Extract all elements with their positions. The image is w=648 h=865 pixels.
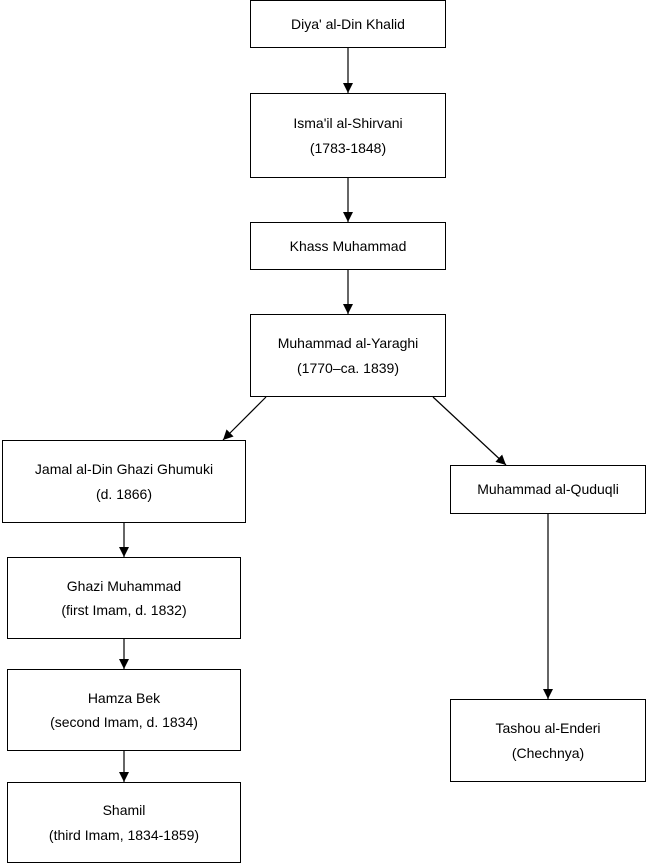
node-ghazi-muhammad: Ghazi Muhammad (first Imam, d. 1832) (7, 557, 241, 639)
node-dates: (1783-1848) (309, 139, 387, 156)
node-muhammad-al-yaraghi: Muhammad al-Yaraghi (1770–ca. 1839) (250, 314, 446, 397)
node-name: Tashou al-Enderi (495, 720, 601, 736)
node-name: Hamza Bek (87, 689, 161, 706)
node-tashou-al-enderi: Tashou al-Enderi (Chechnya) (450, 699, 646, 782)
node-name: Muhammad al-Yaraghi (277, 335, 419, 351)
edge-yaraghi-to-quduqli (432, 396, 507, 466)
node-diya-al-din-khalid: Diya' al-Din Khalid (250, 0, 446, 48)
node-region: (Chechnya) (511, 744, 585, 761)
node-name: Isma'il al-Shirvani (293, 115, 403, 131)
node-dates: (d. 1866) (95, 485, 153, 502)
node-name: Muhammad al-Quduqli (477, 481, 619, 498)
node-ismail-al-shirvani: Isma'il al-Shirvani (1783-1848) (250, 93, 446, 178)
node-name: Ghazi Muhammad (66, 577, 182, 594)
node-jamal-al-din-ghazi-ghumuki: Jamal al-Din Ghazi Ghumuki (d. 1866) (2, 440, 246, 523)
node-name: Jamal al-Din Ghazi Ghumuki (34, 461, 214, 477)
node-shamil: Shamil (third Imam, 1834-1859) (7, 782, 241, 863)
node-muhammad-al-quduqli: Muhammad al-Quduqli (450, 465, 646, 514)
node-khass-muhammad: Khass Muhammad (250, 222, 446, 270)
node-dates: (third Imam, 1834-1859) (48, 826, 200, 843)
node-hamza-bek: Hamza Bek (second Imam, d. 1834) (7, 669, 241, 751)
edge-yaraghi-to-jamal (222, 396, 267, 441)
node-dates: (1770–ca. 1839) (297, 359, 399, 376)
node-name: Diya' al-Din Khalid (291, 15, 405, 32)
node-name: Shamil (102, 802, 146, 818)
node-name: Khass Muhammad (289, 237, 407, 254)
node-dates: (first Imam, d. 1832) (61, 602, 187, 618)
node-dates: (second Imam, d. 1834) (50, 714, 198, 730)
